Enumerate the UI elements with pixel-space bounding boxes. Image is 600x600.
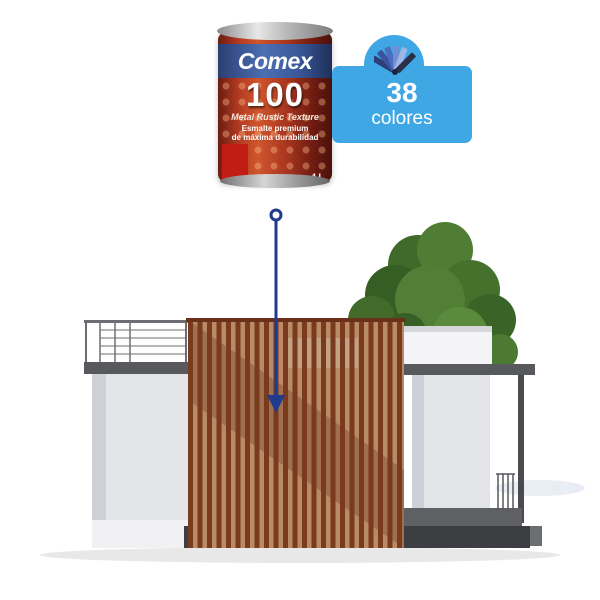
color-count: 38 [386, 77, 418, 108]
right-upper-box [404, 330, 492, 364]
wood-slat [283, 320, 288, 548]
wood-slat [302, 320, 307, 548]
product-subtitle: Metal Rustic Texture [231, 112, 319, 122]
wood-slat [340, 320, 345, 548]
right-post [518, 375, 524, 523]
product-number: 100 [245, 76, 305, 113]
paint-can-body: Comex 100 Metal Rustic Texture Esmalte p… [218, 32, 332, 182]
wood-slat [254, 320, 260, 548]
wood-slat [188, 320, 193, 548]
product-tagline-2: de máxima durabilidad [231, 133, 319, 142]
wood-slat [368, 320, 374, 548]
slat-top-rail [186, 318, 406, 322]
color-swatch-fan-icon [374, 46, 416, 75]
right-shadow [495, 480, 585, 496]
wood-slat [197, 320, 203, 548]
wood-slat [330, 320, 336, 548]
wood-slat [349, 320, 355, 548]
wood-slat [273, 320, 279, 548]
wood-slat [216, 320, 222, 548]
right-slab [400, 364, 535, 375]
paint-can-bottom [220, 174, 330, 188]
left-base [92, 520, 188, 548]
wood-slat [387, 320, 393, 548]
wood-slat [321, 320, 326, 548]
right-wall [412, 375, 490, 510]
ground-shadow [40, 547, 560, 563]
wood-slat [226, 320, 231, 548]
can-brand-band [218, 44, 332, 78]
colors-badge [332, 66, 472, 143]
right-gate [496, 473, 515, 510]
left-wall-shade [92, 372, 106, 520]
wood-slat [378, 320, 383, 548]
wood-slat [235, 320, 241, 548]
wood-slat [264, 320, 269, 548]
wood-slat [245, 320, 250, 548]
wood-slat [207, 320, 212, 548]
color-count-label: colores [371, 108, 433, 129]
pointer-arrow-icon [267, 208, 285, 413]
right-upper-cap [404, 326, 492, 332]
wood-slat [397, 320, 402, 548]
left-wall [92, 372, 188, 520]
paint-can: Comex 100 Metal Rustic Texture Esmalte p… [217, 22, 333, 192]
brand-logo: Comex [237, 48, 313, 74]
wood-slat [311, 320, 317, 548]
paint-can-lid [217, 22, 333, 40]
wood-slat [359, 320, 364, 548]
wood-slat-screen [188, 320, 402, 548]
product-tagline-1: Esmalte premium [241, 124, 309, 133]
terrace-railing [84, 320, 188, 362]
wood-slat [292, 320, 298, 548]
right-wall-shade [412, 375, 424, 510]
right-floor [404, 508, 522, 526]
